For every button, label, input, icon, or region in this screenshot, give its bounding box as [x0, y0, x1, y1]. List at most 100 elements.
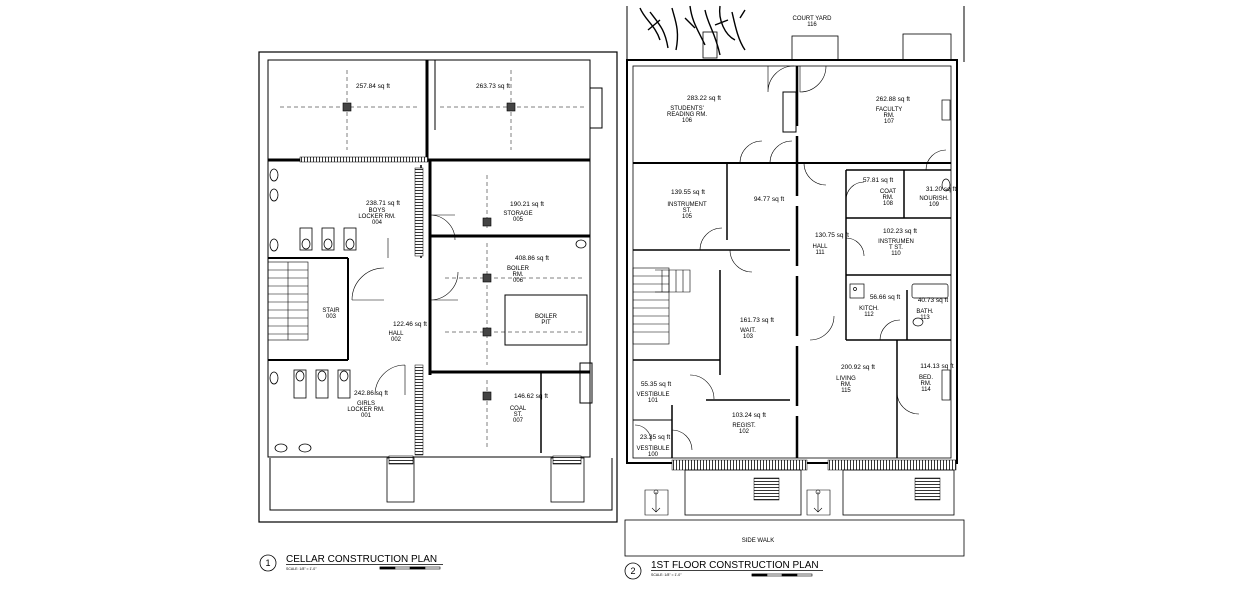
light-well — [386, 457, 415, 503]
toilet-stall — [343, 227, 357, 251]
stove — [849, 283, 865, 299]
room-label: VESTIBULE — [636, 446, 669, 452]
sink — [269, 168, 279, 182]
door-swing — [803, 162, 827, 186]
room-label: VESTIBULE — [636, 392, 669, 398]
toilet-fixture — [339, 370, 349, 382]
boiler-pit — [504, 294, 588, 346]
area-label: 238.71 sq ft — [366, 200, 400, 207]
room-label: LIVING — [836, 376, 856, 382]
first-floor-plan — [624, 5, 965, 557]
plan-scale: SCALE: 1/8" = 1'-0" — [286, 567, 317, 571]
sink — [575, 239, 587, 249]
room-label: 006 — [513, 278, 524, 284]
room-label: HALL — [388, 331, 404, 337]
stoop-railing — [827, 459, 957, 471]
door-swing — [925, 149, 947, 171]
burner — [853, 287, 857, 291]
area-label: 190.21 sq ft — [510, 201, 544, 208]
window — [579, 362, 593, 404]
cellar-outer-wall — [258, 51, 618, 523]
room-label: 103 — [743, 334, 754, 340]
room-label: 113 — [920, 315, 930, 321]
room-label: ST. — [683, 208, 692, 214]
room-label: LOCKER RM. — [358, 214, 396, 220]
area-label: 139.55 sq ft — [671, 189, 705, 196]
room-label: READING RM. — [667, 112, 707, 118]
plan-title: CELLAR CONSTRUCTION PLAN — [286, 554, 437, 565]
front-areaway — [684, 469, 802, 516]
door-swing — [767, 65, 795, 93]
room-label: T ST. — [889, 245, 903, 251]
plan-number-circle — [624, 562, 642, 580]
courtyard-feature — [791, 35, 839, 61]
sink — [269, 371, 279, 385]
window — [941, 99, 951, 121]
plan-title: 1ST FLOOR CONSTRUCTION PLAN — [651, 560, 819, 571]
room-label: 115 — [841, 388, 851, 394]
room-label: STUDENTS' — [670, 106, 703, 112]
room-label: PIT — [541, 320, 551, 326]
courtyard-feature — [902, 33, 952, 61]
grate — [552, 455, 582, 465]
toilet-fixture — [317, 370, 327, 382]
room-label: LOCKER RM. — [347, 407, 385, 413]
room-label: COURT YARD — [793, 16, 833, 22]
room-label: 001 — [361, 413, 372, 419]
room-label: RM. — [921, 381, 932, 387]
toilet-fixture — [345, 238, 355, 250]
room-label: 003 — [326, 314, 337, 320]
plan-number: 1 — [265, 558, 270, 568]
column — [482, 391, 492, 401]
door-swing — [634, 424, 652, 442]
room-label: 004 — [372, 220, 383, 226]
column — [506, 102, 516, 112]
room-label: FACULTY — [876, 107, 903, 113]
area-label: 31.20 sq ft — [926, 186, 957, 193]
stoop-railing — [671, 459, 808, 471]
cellar-stair — [267, 261, 309, 341]
area-label: 94.77 sq ft — [754, 196, 785, 203]
toilet-stall — [293, 369, 307, 399]
first-floor-labels: COURT YARD 116 283.22 sq ft STUDENTS' RE… — [636, 16, 956, 544]
entry-marker — [653, 489, 659, 495]
toilet-fixture — [295, 370, 305, 382]
room-label: COAL — [510, 406, 527, 412]
room-label: WAIT. — [740, 328, 756, 334]
room-label: INSTRUMEN — [878, 239, 914, 245]
area-label: 103.24 sq ft — [732, 412, 766, 419]
plan-scale: SCALE: 1/8" = 1'-0" — [651, 573, 682, 577]
door-swing — [699, 227, 723, 251]
door-swing — [739, 140, 763, 164]
grate — [388, 455, 414, 465]
window — [589, 87, 603, 129]
door-swing — [845, 237, 865, 257]
door-swing — [429, 214, 456, 241]
room-label: 111 — [815, 250, 825, 256]
column — [482, 327, 492, 337]
plan-number: 2 — [630, 566, 635, 576]
room-label: RM. — [884, 113, 895, 119]
door-swing — [809, 315, 835, 341]
room-label: STORAGE — [503, 211, 532, 217]
door-swing — [689, 374, 715, 400]
first-floor-inner-wall — [632, 65, 952, 459]
wall-panel — [299, 156, 429, 163]
room-label: 109 — [929, 202, 940, 208]
area-label: 408.86 sq ft — [515, 255, 549, 262]
plan-number-circle — [259, 554, 277, 572]
room-label: 112 — [864, 312, 874, 318]
bathtub — [911, 283, 949, 299]
area-label: 257.84 sq ft — [356, 83, 390, 90]
room-label: 002 — [391, 337, 402, 343]
toilet-fixture — [912, 317, 924, 327]
room-label: HALL — [812, 244, 828, 250]
area-label: 56.66 sq ft — [870, 294, 901, 301]
room-label: 102 — [739, 429, 750, 435]
area-label: 146.62 sq ft — [514, 393, 548, 400]
sink — [269, 238, 279, 252]
door-swing — [729, 249, 753, 273]
room-label: 106 — [682, 118, 693, 124]
room-label: RM. — [883, 195, 894, 201]
